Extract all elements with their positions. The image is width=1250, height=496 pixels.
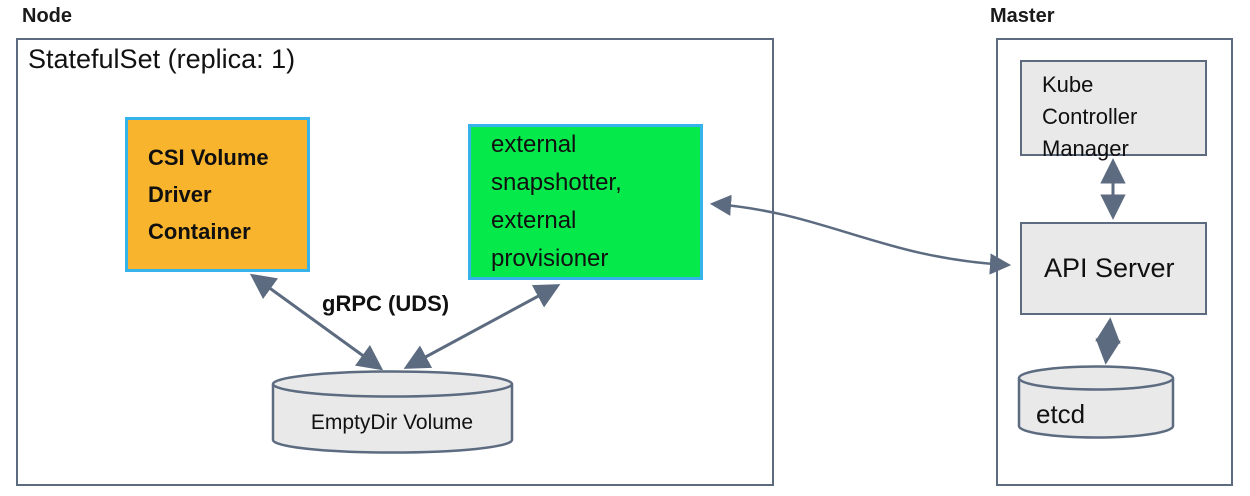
csi-volume-driver-label: CSI Volume Driver Container: [148, 145, 269, 244]
sidecar-containers-box: external snapshotter, external provision…: [468, 124, 703, 280]
grpc-uds-label: gRPC (UDS): [322, 291, 450, 316]
api-server-box: API Server: [1020, 222, 1207, 315]
csi-volume-driver-box: CSI Volume Driver Container: [125, 117, 310, 272]
statefulset-label: StatefulSet (replica: 1): [28, 44, 296, 74]
etcd-label: etcd: [1036, 399, 1086, 429]
master-section-title: Master: [990, 5, 1055, 27]
sidecar-containers-label: external snapshotter, external provision…: [491, 131, 622, 272]
kube-controller-manager-label: Kube Controller Manager: [1042, 72, 1138, 161]
kube-controller-manager-box: Kube Controller Manager: [1020, 60, 1207, 161]
api-server-label: API Server: [1044, 253, 1175, 283]
node-section-title: Node: [22, 5, 72, 27]
emptydir-volume-label: EmptyDir Volume: [310, 411, 474, 434]
